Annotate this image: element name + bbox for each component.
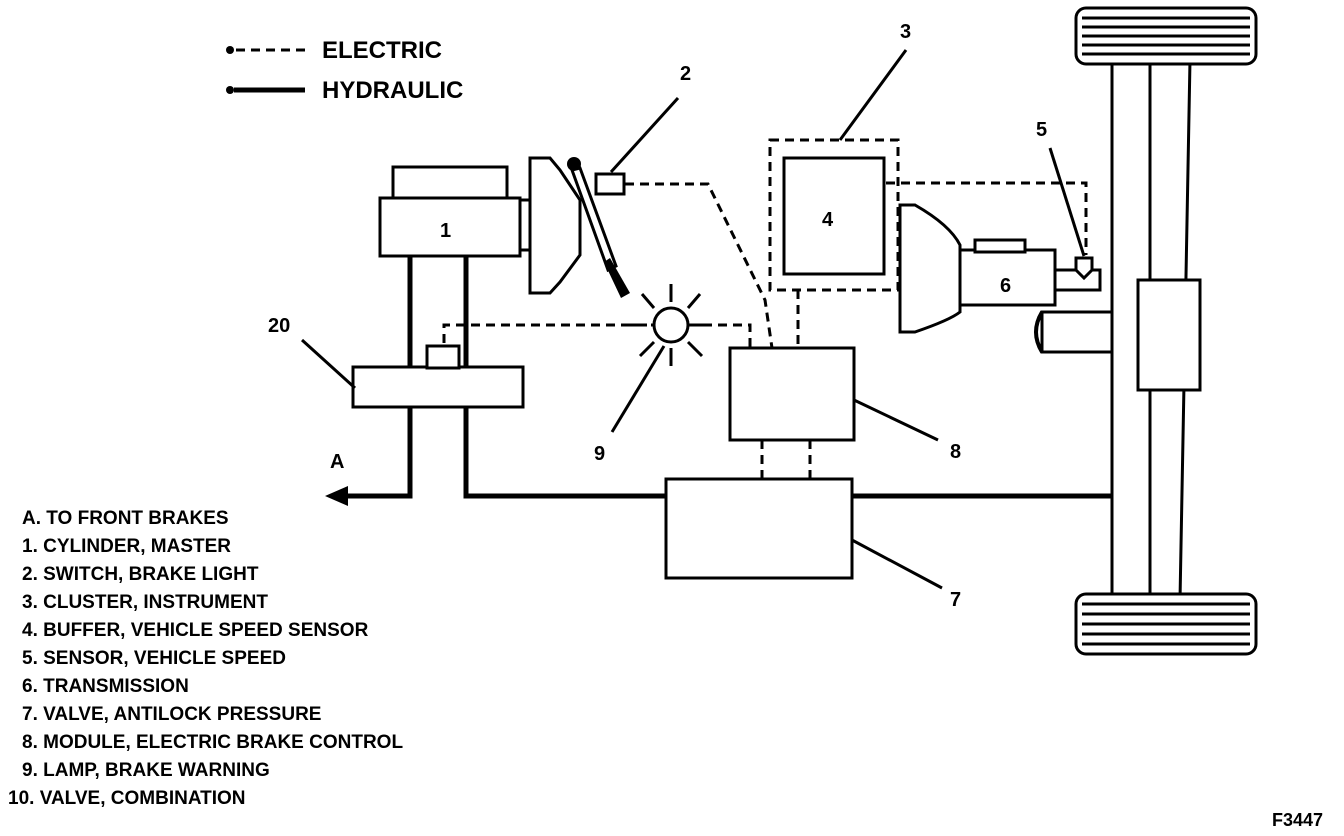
antilock-valve-box	[664, 477, 854, 580]
callout-2: 2	[680, 63, 691, 85]
transmission-top	[973, 238, 1027, 254]
instrument-cluster: 4 3	[768, 21, 911, 292]
legend-electric-label: ELECTRIC	[322, 37, 442, 64]
key-item-9: 9. LAMP, BRAKE WARNING	[22, 760, 270, 781]
leader-7	[851, 538, 943, 590]
brake-warning-lamp: 9	[594, 284, 712, 465]
figure-id: F3447	[1272, 810, 1323, 830]
legend: ELECTRIC HYDRAULIC	[226, 37, 463, 104]
vehicle-speed-sensor	[1074, 256, 1094, 281]
key-item-a: A. TO FRONT BRAKES	[22, 508, 229, 529]
pedal-pad	[604, 258, 630, 298]
key-item-5: 5. SENSOR, VEHICLE SPEED	[22, 648, 286, 669]
electric-switch-to-module	[625, 182, 774, 349]
brake-booster	[518, 156, 582, 295]
hydraulic-line-to-valve	[463, 256, 665, 499]
callout-9: 9	[594, 443, 605, 465]
callout-6: 6	[1000, 275, 1011, 297]
callout-20: 20	[268, 315, 290, 337]
callout-4: 4	[822, 209, 834, 231]
combination-valve-switch	[425, 344, 461, 370]
key-item-3: 3. CLUSTER, INSTRUMENT	[22, 592, 268, 613]
key-item-1: 1. CYLINDER, MASTER	[22, 536, 231, 557]
key-item-10: 10. VALVE, COMBINATION	[8, 788, 246, 809]
key-item-6: 6. TRANSMISSION	[22, 676, 189, 697]
legend-hydraulic-label: HYDRAULIC	[322, 77, 463, 104]
legend-electric-dot	[226, 46, 234, 54]
callout-8: 8	[950, 441, 961, 463]
master-cylinder-body	[378, 196, 522, 258]
rear-axle	[1074, 6, 1258, 656]
lamp-rays	[630, 284, 712, 366]
leader-5	[1048, 147, 1086, 257]
combination-valve-body	[351, 365, 525, 409]
ebcm-box	[728, 346, 856, 442]
speed-sensor-buffer	[782, 156, 886, 276]
wheel-upper-tread	[1082, 16, 1250, 56]
leader-8	[853, 398, 939, 442]
key-item-2: 2. SWITCH, BRAKE LIGHT	[22, 564, 259, 585]
lamp-bulb	[652, 306, 690, 344]
key-item-8: 8. MODULE, ELECTRIC BRAKE CONTROL	[22, 732, 403, 753]
electric-buffer-to-sensor	[886, 181, 1088, 255]
callout-7: 7	[950, 589, 961, 611]
transmission-bellhousing	[898, 203, 962, 334]
cluster-outline	[768, 138, 900, 292]
callout-5: 5	[1036, 119, 1047, 141]
hydraulic-line-front	[345, 256, 413, 499]
key-item-4: 4. BUFFER, VEHICLE SPEED SENSOR	[22, 620, 369, 641]
brake-control-module: 8	[728, 346, 961, 463]
legend-hydraulic-dot	[226, 86, 234, 94]
master-cylinder: 1	[378, 165, 522, 258]
combination-valve: 20	[268, 315, 525, 409]
callout-a: A	[330, 451, 344, 473]
booster-housing	[528, 156, 582, 295]
parts-key: A. TO FRONT BRAKES 1. CYLINDER, MASTER 2…	[8, 508, 403, 809]
key-item-7: 7. VALVE, ANTILOCK PRESSURE	[22, 704, 321, 725]
leader-2	[609, 96, 680, 174]
electric-lamp-to-module	[688, 323, 752, 348]
leader-3	[838, 49, 908, 141]
differential	[1136, 278, 1202, 392]
transmission: 6 5	[898, 119, 1102, 334]
antilock-pressure-valve: 7	[664, 477, 961, 611]
wheel-lower-tread	[1082, 602, 1250, 646]
leader-9	[610, 345, 666, 433]
driveshaft-tube	[1040, 310, 1124, 354]
callout-1: 1	[440, 220, 451, 242]
front-brakes-arrow	[325, 486, 348, 506]
brake-pedal: 2	[567, 63, 691, 298]
pedal-arm	[570, 166, 618, 273]
master-cylinder-reservoir	[391, 165, 509, 202]
brake-light-switch	[594, 172, 626, 196]
callout-3: 3	[900, 21, 911, 43]
driveshaft-end	[1034, 310, 1044, 354]
leader-20	[300, 338, 357, 390]
hydraulic-lines	[325, 256, 1112, 506]
